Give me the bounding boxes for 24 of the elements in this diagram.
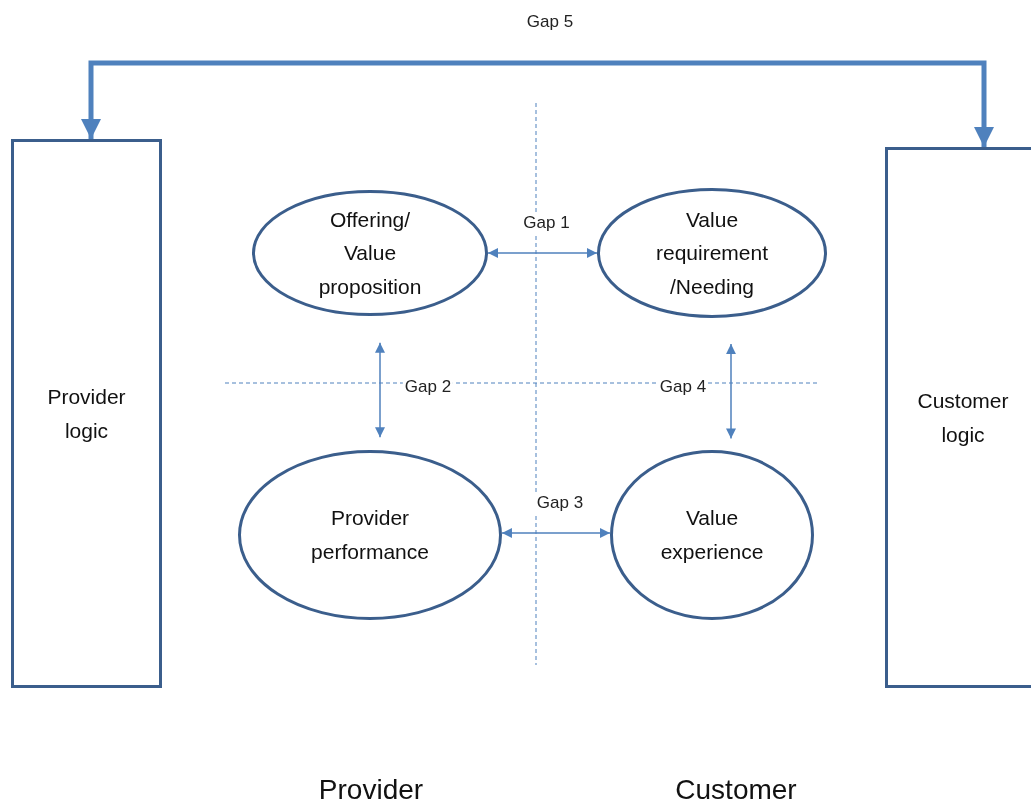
logic-box	[885, 147, 1031, 688]
node-text: Value experience	[659, 505, 765, 565]
double-arrow	[81, 60, 994, 147]
double-arrow	[726, 343, 736, 440]
node-text: Provider performance	[310, 505, 430, 565]
ellipse-node	[252, 190, 488, 316]
node-text: Customer logic	[916, 387, 1010, 448]
edge-label: Gap 3	[534, 493, 586, 513]
edge-label: Gap 4	[657, 377, 709, 397]
ellipse-node	[238, 450, 502, 620]
double-arrow	[487, 248, 598, 258]
ellipse-node	[597, 188, 827, 318]
logic-box	[11, 139, 162, 688]
edge-label: Gap 1	[521, 213, 572, 233]
double-arrow	[375, 342, 385, 438]
node-text: Value requirement /Needing	[654, 206, 770, 300]
node-text: Provider logic	[46, 383, 127, 444]
edge-label: Gap 2	[402, 377, 454, 397]
column-label: Provider	[318, 774, 424, 805]
ellipse-node	[610, 450, 814, 620]
double-arrow	[501, 528, 611, 538]
column-label: Customer	[675, 774, 797, 805]
node-text: Offering/ Value proposition	[317, 206, 423, 300]
edge-label: Gap 5	[524, 12, 576, 32]
